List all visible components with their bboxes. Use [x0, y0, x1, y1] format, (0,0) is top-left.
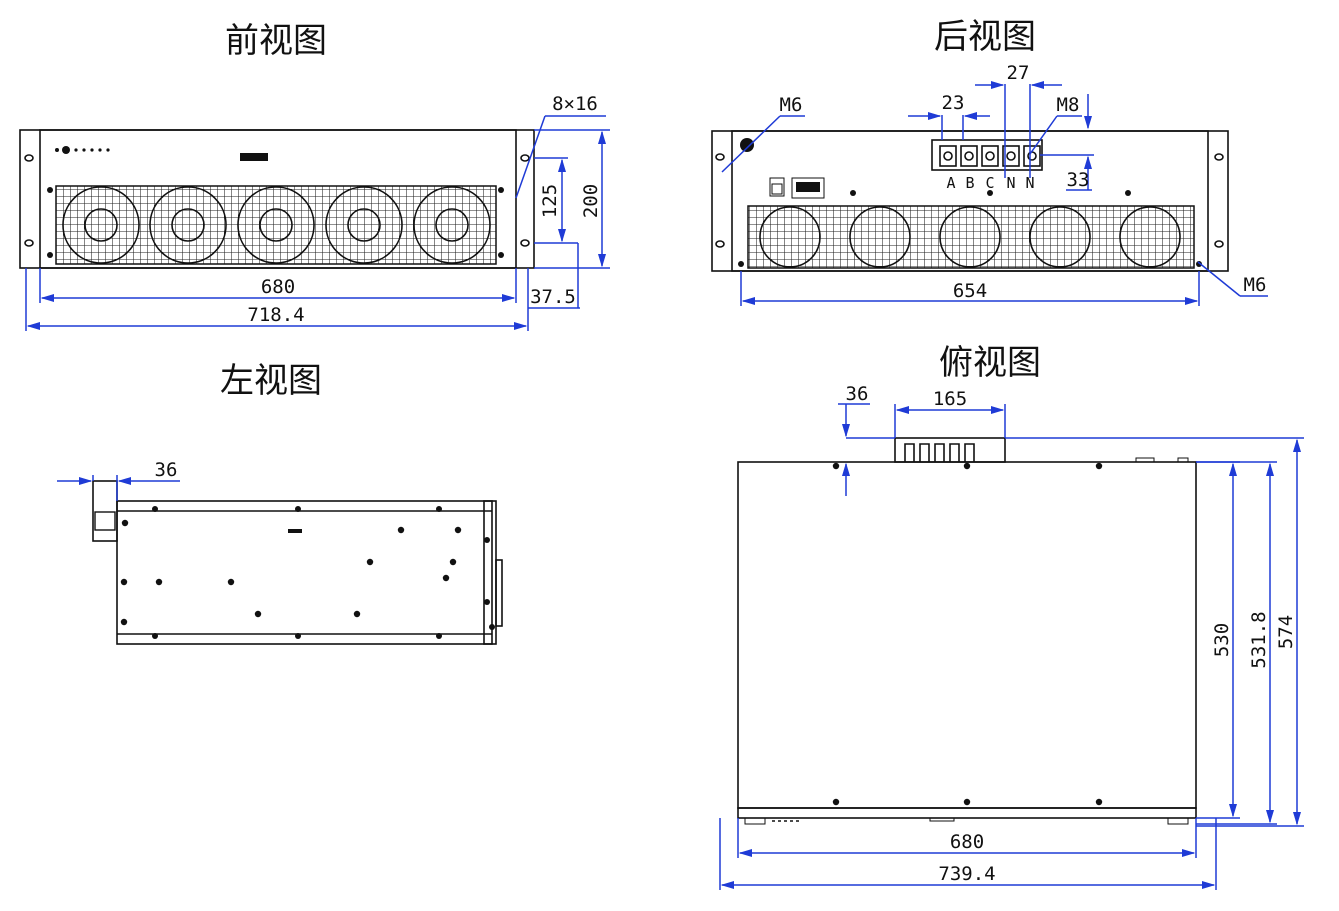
left-dimensions: 36 — [57, 459, 180, 501]
left-dim-36: 36 — [155, 459, 178, 481]
rear-m8: M8 — [1057, 94, 1080, 116]
top-dimensions: 36 165 530 531.8 574 680 — [719, 383, 1304, 890]
rear-view-title: 后视图 — [934, 17, 1036, 57]
front-dimensions: 8×16 125 200 37.5 680 718.4 — [25, 93, 610, 331]
top-dim-574: 574 — [1275, 615, 1297, 649]
dim-27: 27 — [1007, 62, 1030, 84]
front-view-title: 前视图 — [225, 21, 327, 61]
terminal-n1-label: N — [1006, 174, 1015, 192]
dim-654: 654 — [953, 280, 987, 302]
rear-m6-bottom: M6 — [1244, 274, 1267, 296]
terminal-c-label: C — [985, 174, 994, 192]
rear-panel: A B C N N — [711, 130, 1229, 272]
top-dim-531-8: 531.8 — [1248, 611, 1270, 668]
dim-680: 680 — [261, 276, 295, 298]
top-dim-680: 680 — [950, 831, 984, 853]
top-view-title: 俯视图 — [939, 343, 1041, 383]
terminal-b-label: B — [965, 174, 974, 192]
rear-dimensions: M6 23 27 M8 33 6 — [721, 62, 1268, 306]
top-body — [737, 437, 1197, 825]
top-dim-36: 36 — [846, 383, 869, 405]
rear-m6-top: M6 — [780, 94, 803, 116]
dim-slot: 8×16 — [552, 93, 598, 115]
front-view: 前视图 8×16 — [19, 21, 610, 331]
dim-23: 23 — [942, 92, 965, 114]
front-panel — [19, 129, 535, 269]
top-dim-739-4: 739.4 — [938, 863, 995, 885]
terminal-a-label: A — [946, 174, 955, 192]
dim-37-5: 37.5 — [530, 286, 576, 308]
terminal-n2-label: N — [1025, 174, 1034, 192]
dim-718-4: 718.4 — [247, 304, 304, 326]
dim-33: 33 — [1067, 169, 1090, 191]
top-view: 俯视图 36 — [719, 343, 1304, 890]
left-view-title: 左视图 — [220, 361, 322, 401]
rear-view: 后视图 A B C N — [711, 17, 1268, 306]
top-dim-165: 165 — [933, 388, 967, 410]
dim-200: 200 — [580, 184, 602, 218]
left-view: 左视图 36 — [57, 361, 503, 645]
top-dim-530: 530 — [1211, 623, 1233, 657]
left-side-body — [92, 480, 503, 645]
dim-125: 125 — [539, 184, 561, 218]
